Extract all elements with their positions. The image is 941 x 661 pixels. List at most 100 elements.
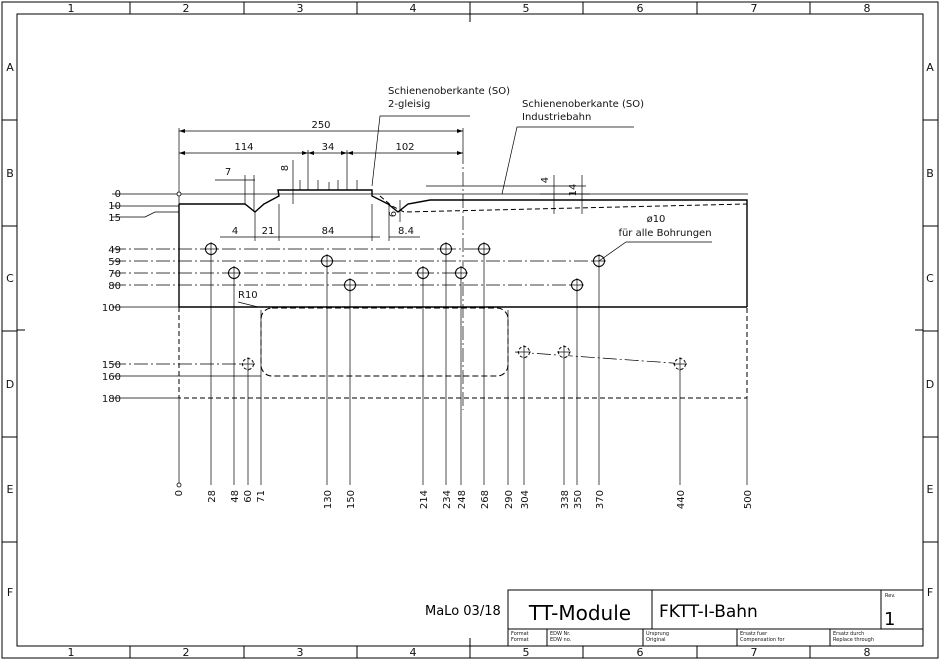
title-block-texts: MaLo 03/18 TT-Module FKTT-I-Bahn Rev. 1 … xyxy=(425,593,896,643)
zone-col-8: 8 xyxy=(864,2,871,15)
zone-col-7-bottom: 7 xyxy=(751,646,758,659)
x-label-214: 214 xyxy=(419,490,430,509)
zone-row-f-right: F xyxy=(927,586,933,599)
zone-row-b: B xyxy=(6,167,14,180)
zone-row-d-right: D xyxy=(926,378,934,391)
zone-row-e-right: E xyxy=(927,483,934,496)
revision-value: 1 xyxy=(884,609,895,630)
y-label-160: 160 xyxy=(102,372,121,383)
x-label-71: 71 xyxy=(256,490,267,503)
x-label-290: 290 xyxy=(504,490,515,509)
hole-crosshairs xyxy=(204,242,687,371)
x-label-130: 130 xyxy=(323,490,334,509)
field-ursprung-en: Original xyxy=(646,637,666,643)
dim-4-left: 4 xyxy=(232,226,238,237)
zone-row-e: E xyxy=(7,483,14,496)
y-label-10: 10 xyxy=(108,201,121,212)
x-label-370: 370 xyxy=(595,490,606,509)
x-label-150: 150 xyxy=(346,490,357,509)
x-label-248: 248 xyxy=(457,490,468,509)
y-origin-markers xyxy=(176,191,182,488)
field-format-en: Format xyxy=(511,637,529,643)
y-label-70: 70 xyxy=(108,269,121,280)
top-dimension-texts: 250 114 34 102 7 8 4 14 4 21 84 6 8.4 xyxy=(225,120,579,237)
y-position-labels: 0 10 15 49 59 70 80 100 150 160 180 xyxy=(102,189,121,405)
zone-col-2: 2 xyxy=(183,2,190,15)
dim-7: 7 xyxy=(225,167,231,178)
zone-col-5: 5 xyxy=(523,2,530,15)
y-label-0: 0 xyxy=(115,189,121,200)
field-ersatz-fuer-de: Ersatz fuer xyxy=(740,631,768,637)
zone-row-c: C xyxy=(6,272,14,285)
zone-row-b-right: B xyxy=(926,167,934,180)
y-label-59: 59 xyxy=(108,257,121,268)
dim-14: 14 xyxy=(568,184,579,197)
x-label-338: 338 xyxy=(560,490,571,509)
zone-col-1-bottom: 1 xyxy=(68,646,75,659)
x-label-350: 350 xyxy=(573,490,584,509)
top-dimension-lines xyxy=(178,115,712,308)
zone-row-c-right: C xyxy=(926,272,934,285)
annotation-hole-note: für alle Bohrungen xyxy=(618,228,711,239)
revision-label: Rev. xyxy=(885,593,896,599)
zone-col-1: 1 xyxy=(68,2,75,15)
zone-col-8-bottom: 8 xyxy=(864,646,871,659)
dim-8-4: 8.4 xyxy=(398,226,414,237)
annotation-so-industrie-title: Schienenoberkante (SO) xyxy=(522,99,644,110)
zone-row-a: A xyxy=(6,61,14,74)
x-label-440: 440 xyxy=(676,490,687,509)
y-label-180: 180 xyxy=(102,394,121,405)
zone-row-a-right: A xyxy=(926,61,934,74)
x-label-60: 60 xyxy=(243,490,254,503)
drawing-subtitle: FKTT-I-Bahn xyxy=(659,602,758,622)
field-ersatz-durch-de: Ersatz durch xyxy=(833,631,864,637)
annotation-hole-diameter: ø10 xyxy=(647,214,666,225)
zone-col-6: 6 xyxy=(637,2,644,15)
dimension-arrows xyxy=(179,129,463,155)
annotations: Schienenoberkante (SO) 2-gleisig Schiene… xyxy=(238,86,712,301)
zone-col-5-bottom: 5 xyxy=(523,646,530,659)
drawing-author-date: MaLo 03/18 xyxy=(425,604,501,619)
y-label-100: 100 xyxy=(102,303,121,314)
title-block xyxy=(507,589,924,647)
dim-250: 250 xyxy=(311,120,330,131)
field-ersatz-durch-en: Replace through xyxy=(833,637,874,643)
zone-col-3-bottom: 3 xyxy=(297,646,304,659)
zone-row-d: D xyxy=(6,378,14,391)
dim-21: 21 xyxy=(262,226,275,237)
y-label-150: 150 xyxy=(102,360,121,371)
zone-row-f: F xyxy=(7,586,13,599)
field-edw-en: EDW no. xyxy=(550,637,572,643)
annotation-radius: R10 xyxy=(238,290,258,301)
x-label-0: 0 xyxy=(174,490,185,496)
dim-4-right: 4 xyxy=(540,177,551,183)
field-ursprung-de: Ursprung xyxy=(646,631,669,637)
x-label-268: 268 xyxy=(480,490,491,509)
x-label-28: 28 xyxy=(207,490,218,503)
x-position-labels: 0 28 48 60 71 130 150 214 234 248 268 29… xyxy=(174,490,754,509)
annotation-so-2gleisig-sub: 2-gleisig xyxy=(388,99,430,110)
x-label-500: 500 xyxy=(743,490,754,509)
drawing-title: TT-Module xyxy=(528,601,631,625)
zone-col-7: 7 xyxy=(751,2,758,15)
dim-34: 34 xyxy=(322,142,335,153)
x-label-304: 304 xyxy=(520,490,531,509)
y-label-80: 80 xyxy=(108,281,121,292)
annotation-so-2gleisig-title: Schienenoberkante (SO) xyxy=(388,86,510,97)
dim-114: 114 xyxy=(234,142,253,153)
zone-col-4: 4 xyxy=(410,2,417,15)
zone-col-6-bottom: 6 xyxy=(637,646,644,659)
zone-labels: 1 2 3 4 5 6 7 8 1 2 3 4 5 6 7 8 A B C D … xyxy=(6,2,934,659)
reference-lines xyxy=(112,150,748,485)
dim-6: 6 xyxy=(388,211,399,217)
y-label-49: 49 xyxy=(108,245,121,256)
dim-8: 8 xyxy=(280,165,291,171)
zone-col-4-bottom: 4 xyxy=(410,646,417,659)
field-edw-de: EDW Nr. xyxy=(550,631,571,637)
dim-102: 102 xyxy=(395,142,414,153)
zone-col-2-bottom: 2 xyxy=(183,646,190,659)
zone-col-3: 3 xyxy=(297,2,304,15)
x-label-234: 234 xyxy=(442,490,453,509)
